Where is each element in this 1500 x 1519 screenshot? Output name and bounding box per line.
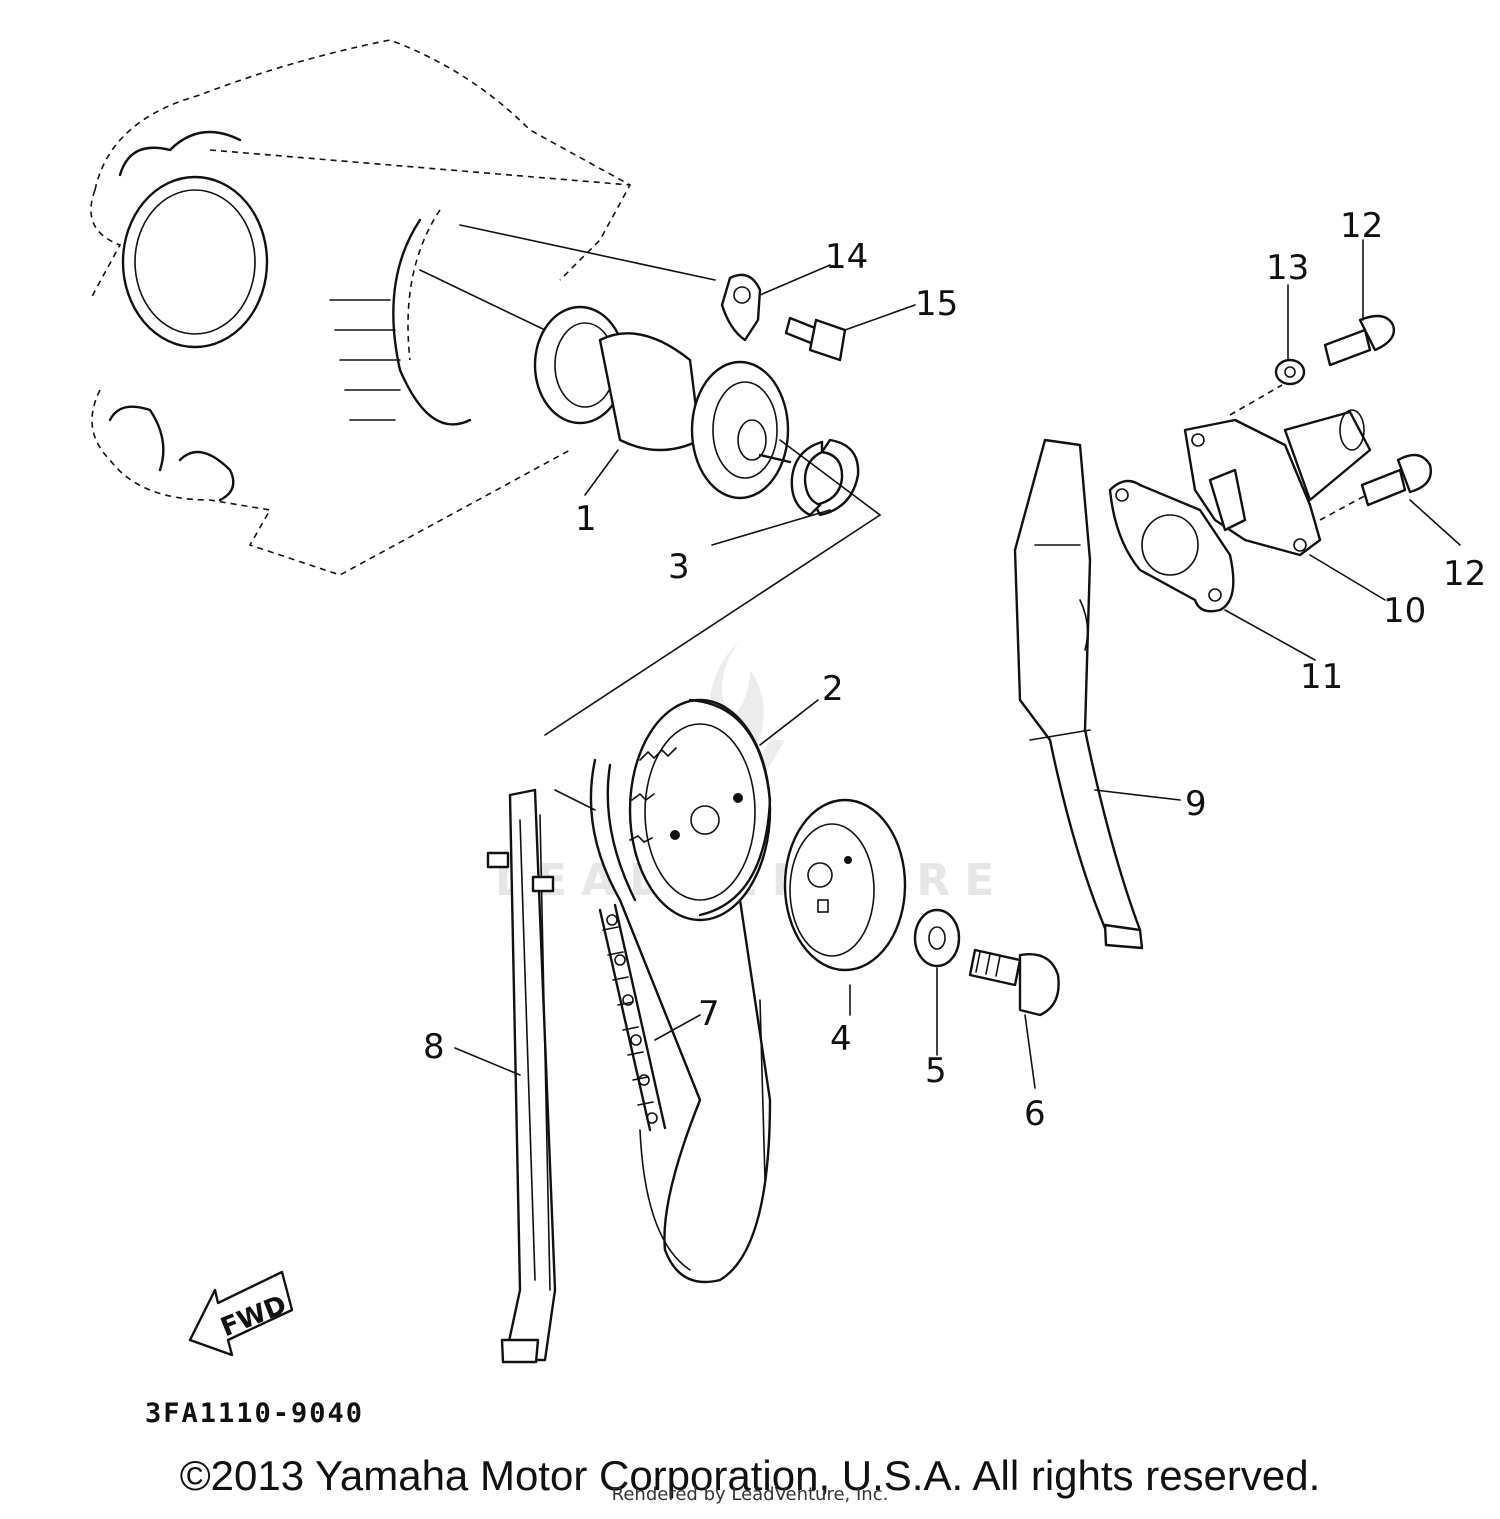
- cam-chain: [598, 903, 667, 1132]
- tensioner-guide: [1013, 438, 1144, 950]
- callout-15: 15: [915, 284, 958, 324]
- callout-3: 3: [668, 547, 690, 587]
- gasket: [1108, 479, 1235, 613]
- bolt-12-lower: [1360, 453, 1432, 507]
- cam-sprocket: [628, 698, 772, 922]
- callout-14: 14: [825, 237, 868, 277]
- callout-7: 7: [698, 994, 720, 1034]
- callout-12-upper: 12: [1340, 206, 1383, 246]
- washer-13: [1274, 358, 1306, 386]
- tensioner: [1183, 384, 1386, 557]
- callout-6: 6: [1024, 1094, 1046, 1134]
- chain-guide: [486, 788, 557, 1364]
- diagram-code: 3FA1110-9040: [145, 1398, 364, 1429]
- fwd-arrow-icon: FWD: [188, 1270, 294, 1357]
- callout-9: 9: [1185, 784, 1207, 824]
- timing-chain-loop: [589, 758, 772, 1284]
- callout-5: 5: [925, 1051, 947, 1091]
- sprocket-plate: [783, 798, 907, 972]
- callout-10: 10: [1383, 591, 1426, 631]
- camshaft: [533, 305, 792, 500]
- callout-13: 13: [1266, 248, 1309, 288]
- bolt-15: [784, 316, 847, 362]
- bolt-6: [968, 948, 1060, 1017]
- callout-11: 11: [1300, 657, 1343, 697]
- bolt-12-upper: [1323, 314, 1396, 367]
- callout-8: 8: [423, 1027, 445, 1067]
- callouts: 1 2 3 4 5 6 7 8 9 10 11 12 12 13 14 15: [423, 206, 1486, 1134]
- washer: [913, 908, 961, 968]
- copyright-notice: ©2013 Yamaha Motor Corporation, U.S.A. A…: [179, 1452, 1321, 1499]
- leader-lines: [454, 239, 1461, 1089]
- callout-4: 4: [830, 1019, 852, 1059]
- rendered-by-notice: Rendered by LeadVenture, Inc.: [611, 1484, 889, 1505]
- callout-2: 2: [822, 669, 844, 709]
- cylinder-head: [89, 39, 716, 576]
- callout-12-lower: 12: [1443, 554, 1486, 594]
- circlip: [790, 438, 860, 517]
- callout-1: 1: [575, 499, 597, 539]
- bracket: [720, 273, 762, 342]
